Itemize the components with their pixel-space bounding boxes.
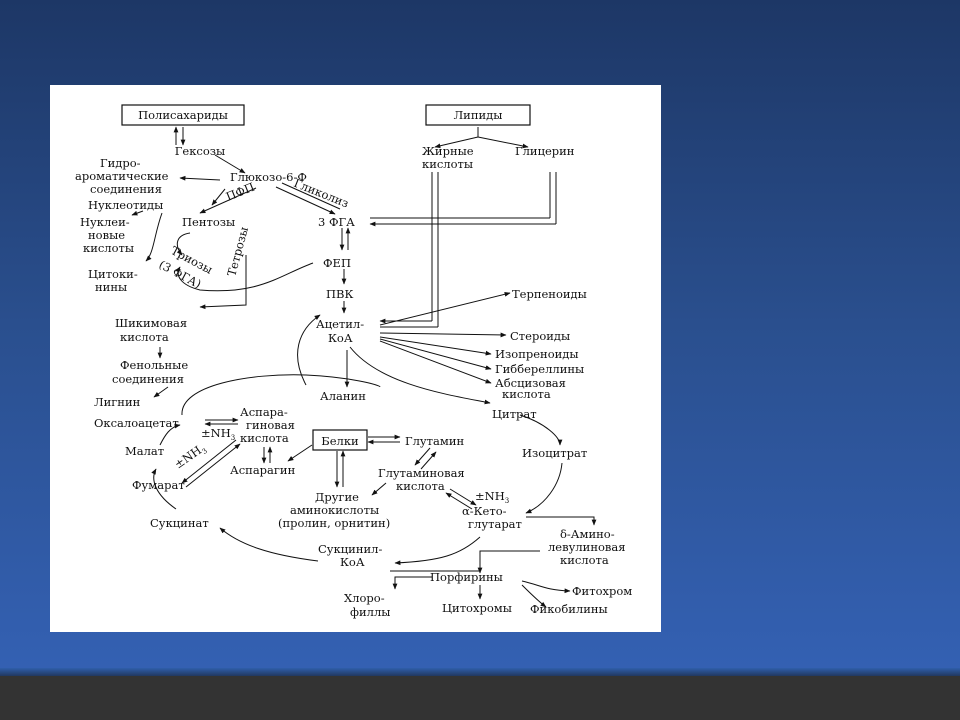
label-glycolysis: Гликолиз bbox=[292, 176, 351, 211]
label-phenolic-1: Фенольные bbox=[120, 358, 188, 372]
label-aspartic-2: гиновая bbox=[246, 418, 295, 432]
label-pyruvate: ПВК bbox=[326, 287, 353, 301]
label-phenolic-2: соединения bbox=[112, 372, 184, 386]
label-nh3-3: ±NH3 bbox=[475, 489, 509, 505]
label-pep: ФЕП bbox=[323, 256, 351, 270]
label-cytokinins-2: нины bbox=[95, 280, 127, 294]
slide-bottom-edge bbox=[0, 668, 960, 678]
label-shikimic-1: Шикимовая bbox=[115, 316, 187, 330]
label-porphyrins: Порфирины bbox=[430, 570, 503, 584]
label-chlorophylls-1: Хлоро- bbox=[344, 591, 385, 605]
label-succinylcoa-1: Сукцинил- bbox=[318, 542, 382, 556]
label-lignin: Лигнин bbox=[94, 395, 141, 409]
label-chlorophylls-2: филлы bbox=[350, 605, 390, 619]
label-citrate: Цитрат bbox=[492, 407, 537, 421]
label-other-amino-3: (пролин, орнитин) bbox=[278, 516, 390, 530]
label-phycobilins: Фикобилины bbox=[530, 602, 608, 616]
label-aspartic-1: Аспара- bbox=[240, 405, 288, 419]
proteins-box bbox=[312, 429, 368, 451]
label-fatty-acids-1: Жирные bbox=[422, 144, 474, 158]
label-hydroaromatic-1: Гидро- bbox=[100, 156, 141, 170]
label-tetroses: Тетрозы bbox=[224, 225, 251, 277]
label-acetylcoa-1: Ацетил- bbox=[316, 317, 364, 331]
label-glucose-6-p: Глюкозо-6-Ф bbox=[230, 170, 307, 184]
slide-bottom-bar bbox=[0, 676, 960, 720]
label-succinylcoa-2: КоА bbox=[340, 555, 365, 569]
polysaccharides-box bbox=[121, 104, 245, 126]
pathway-arrows bbox=[131, 126, 597, 608]
label-lipids: Липиды bbox=[454, 108, 503, 122]
label-glutamine: Глутамин bbox=[405, 434, 465, 448]
label-terpenoids: Терпеноиды bbox=[512, 287, 587, 301]
label-ala-2: левулиновая bbox=[548, 540, 626, 554]
label-isocitrate: Изоцитрат bbox=[522, 446, 587, 460]
label-cytokinins-1: Цитоки- bbox=[88, 267, 138, 281]
label-nh3-1: ±NH3 bbox=[201, 426, 235, 442]
label-shikimic-2: кислота bbox=[120, 330, 169, 344]
label-hexoses: Гексозы bbox=[175, 144, 225, 158]
label-steroids: Стероиды bbox=[510, 329, 570, 343]
label-proteins: Белки bbox=[321, 434, 359, 448]
label-hydroaromatic-3: соединения bbox=[90, 182, 162, 196]
label-alanine: Аланин bbox=[320, 389, 366, 403]
label-ketoglutarate-2: глутарат bbox=[468, 517, 522, 531]
label-isoprenoids: Изопреноиды bbox=[495, 347, 579, 361]
label-pentoses: Пентозы bbox=[182, 215, 235, 229]
label-other-amino-2: аминокислоты bbox=[290, 503, 379, 517]
label-succinate: Сукцинат bbox=[150, 516, 209, 530]
label-aspartic-3: кислота bbox=[240, 431, 289, 445]
label-phytochrome: Фитохром bbox=[572, 584, 632, 598]
label-nh3-2: ±NH3 bbox=[172, 440, 209, 473]
label-3pga: 3 ФГА bbox=[318, 215, 355, 229]
label-cytochromes: Цитохромы bbox=[442, 601, 512, 615]
label-ketoglutarate-1: α-Кето- bbox=[462, 504, 507, 518]
label-gibberellins: Гиббереллины bbox=[495, 362, 584, 376]
label-fumarate: Фумарат bbox=[132, 478, 185, 492]
label-abscisic-1: Абсцизовая bbox=[495, 376, 566, 390]
label-nucleotides: Нуклеотиды bbox=[88, 198, 163, 212]
pathway-labels: Полисахариды Липиды Гексозы Жирные кисло… bbox=[75, 108, 632, 619]
label-oxaloacetate: Оксалоацетат bbox=[94, 416, 179, 430]
label-glutamic-1: Глутаминовая bbox=[378, 466, 465, 480]
label-ppp: ПФП bbox=[224, 180, 257, 204]
label-glutamic-2: кислота bbox=[396, 479, 445, 493]
label-nucleic-1: Нуклеи- bbox=[80, 215, 130, 229]
metabolic-pathway-diagram: Полисахариды Липиды Гексозы Жирные кисло… bbox=[75, 104, 632, 619]
label-nucleic-2: новые bbox=[88, 228, 125, 242]
label-asparagine: Аспарагин bbox=[230, 463, 296, 477]
label-fatty-acids-2: кислоты bbox=[422, 157, 473, 171]
lipids-box bbox=[425, 104, 531, 126]
label-glycerol: Глицерин bbox=[515, 144, 575, 158]
label-other-amino-1: Другие bbox=[315, 490, 359, 504]
label-polysaccharides: Полисахариды bbox=[138, 108, 228, 122]
metabolism-diagram-panel: Полисахариды Липиды Гексозы Жирные кисло… bbox=[50, 85, 661, 632]
label-ala-3: кислота bbox=[560, 553, 609, 567]
label-acetylcoa-2: КоА bbox=[328, 331, 353, 345]
label-hydroaromatic-2: ароматические bbox=[75, 169, 169, 183]
label-ala-1: δ-Амино- bbox=[560, 527, 615, 541]
label-malate: Малат bbox=[125, 444, 164, 458]
label-nucleic-3: кислоты bbox=[83, 241, 134, 255]
label-abscisic-2: кислота bbox=[502, 387, 551, 401]
